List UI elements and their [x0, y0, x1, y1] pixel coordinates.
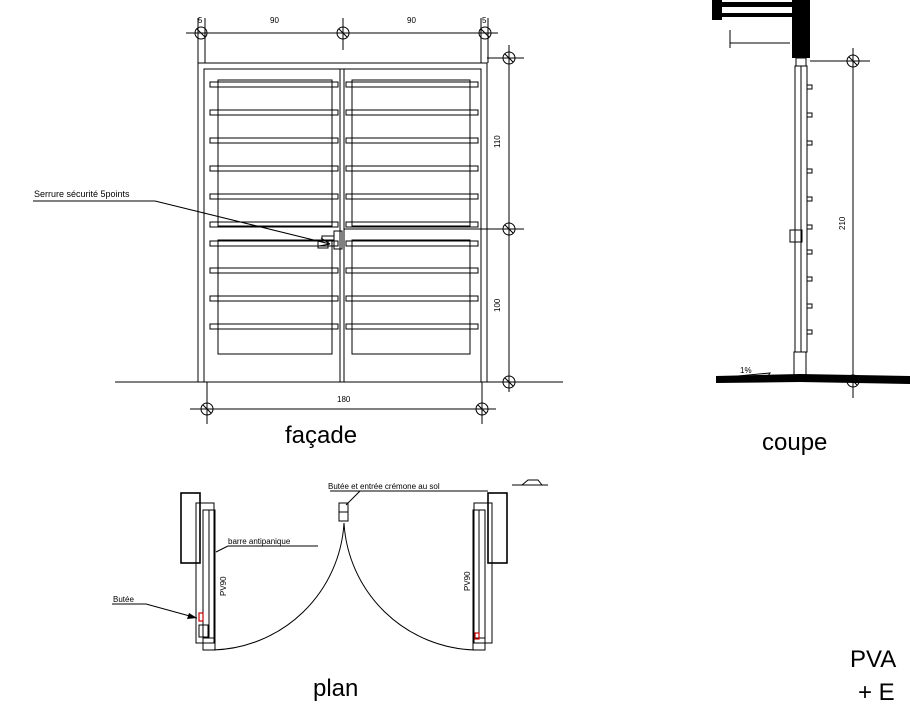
right-dimension-chain [344, 45, 524, 392]
left-stop-marker [198, 612, 204, 622]
right-leaf-slats [345, 81, 479, 330]
left-leaf-upper-panel [217, 79, 333, 227]
lock-leader-arrow [318, 237, 331, 247]
dim-bottom-width: 180 [337, 395, 351, 404]
plan-left-frame [195, 502, 215, 644]
plan-view: Butée et entrée crémone au sol barre ant… [112, 479, 548, 702]
right-leaf-upper-panel [351, 79, 471, 227]
stop-label: Butée [113, 595, 134, 604]
dim-top-right-leaf: 90 [407, 16, 416, 25]
panic-bar-label: barre antipanique [228, 537, 291, 546]
glass-label-right: PV90 [463, 571, 472, 591]
glass-label-left: PV90 [219, 576, 228, 596]
plan-right-frame [473, 502, 493, 644]
slope-label: 1% [740, 366, 752, 375]
dim-top-left-margin: 5 [198, 16, 203, 25]
dim-right-upper: 110 [493, 135, 502, 148]
floor-stop-detail-icon [512, 479, 548, 486]
bottom-dimension [190, 382, 496, 424]
top-dimension-chain [186, 18, 498, 63]
dim-top-right-margin: 5 [482, 16, 487, 25]
plan-left-wall [180, 492, 201, 564]
section-slats [806, 84, 813, 335]
door-frame-inner [203, 68, 482, 383]
section-title: coupe [762, 429, 827, 456]
lintel-block [712, 0, 722, 20]
dim-top-left-leaf: 90 [270, 16, 279, 25]
left-leaf-slats [209, 81, 339, 330]
section-view: 1% 210 coupe [712, 0, 910, 456]
lock-label: Serrure sécurité 5points [34, 189, 130, 199]
cut-text-line1: PVA [850, 646, 896, 673]
cut-text-line2: + E [858, 679, 895, 706]
facade-elevation: Serrure sécurité 5points 5 90 90 5 [33, 16, 563, 449]
facade-title: façade [285, 422, 357, 449]
floor-slab [716, 374, 910, 384]
right-stop-marker [474, 632, 480, 640]
floor-stop-label: Butée et entrée crémone au sol [328, 482, 440, 491]
slope-arrow [737, 372, 771, 380]
left-leaf-lower-panel [217, 239, 333, 355]
right-leaf-lower-panel [351, 239, 471, 355]
dim-right-lower: 100 [493, 298, 502, 312]
section-height-dimension [810, 48, 870, 398]
plan-title: plan [313, 675, 358, 702]
right-leaf-swing-arc [343, 522, 476, 651]
section-height-label: 210 [838, 216, 847, 230]
left-leaf-swing-arc [212, 522, 345, 651]
plan-right-wall [487, 492, 508, 564]
